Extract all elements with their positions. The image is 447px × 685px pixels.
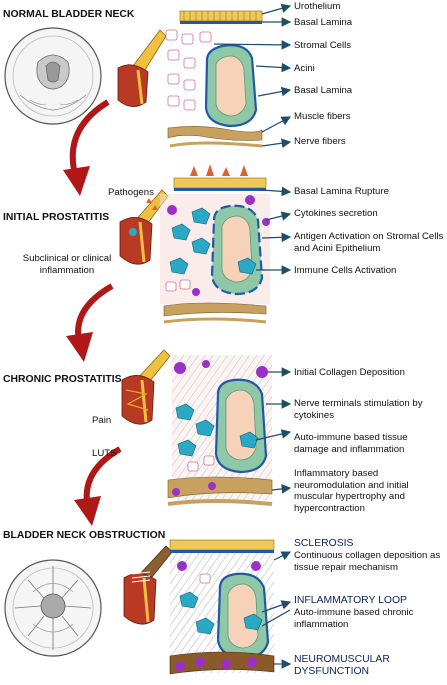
label-neuromuscular-dysfunction: NEUROMUSCULAR DYSFUNCTION: [294, 654, 390, 678]
label-initial-collagen: Initial Collagen Deposition: [294, 367, 405, 378]
stage-title-normal: NORMAL BLADDER NECK: [3, 9, 135, 20]
tissue-panel-initial: [160, 164, 270, 324]
label-basal-lamina-rupture: Basal Lamina Rupture: [294, 186, 389, 197]
label-antigen-activation: Antigen Activation on Stromal Cells and …: [294, 231, 444, 254]
label-auto-immune-damage: Auto-immune based tissue damage and infl…: [294, 432, 408, 455]
label-sclerosis-title: SCLEROSIS: [294, 538, 354, 549]
bladder-neck-sketch-initial: [119, 189, 169, 265]
label-nerve-terminals: Nerve terminals stimulation by cytokines: [294, 398, 423, 421]
label-immune-cells-activation: Immune Cells Activation: [294, 265, 397, 276]
label-basal-lamina-acini: Basal Lamina: [294, 85, 353, 96]
label-inflammatory-loop-title: INFLAMMATORY LOOP: [294, 595, 407, 606]
inflammation-label: Subclinical or clinical inflammation: [22, 253, 112, 276]
label-muscle-fibers: Muscle fibers: [294, 111, 351, 122]
stage-title-initial: INITIAL PROSTATITIS: [3, 212, 110, 223]
pathogens-label: Pathogens: [108, 187, 154, 198]
tissue-panel-obstruction: [169, 539, 275, 675]
label-basal-lamina-top: Basal Lamina: [294, 17, 353, 28]
stage-title-chronic: CHRONIC PROSTATITIS: [3, 374, 122, 385]
bladder-neck-sketch-obstruction: [123, 545, 173, 625]
label-pointers: [213, 3, 292, 669]
progression-arrow-1: [63, 99, 110, 196]
bladder-neck-sketch-chronic: [121, 349, 171, 425]
label-stromal-cells: Stromal Cells: [294, 40, 352, 51]
label-acini: Acini: [294, 63, 315, 74]
bladder-neck-sketch-normal: [117, 29, 167, 107]
tissue-panel-chronic: [167, 355, 273, 506]
stage-title-obstruction: BLADDER NECK OBSTRUCTION: [3, 530, 166, 541]
progression-arrow-3: [74, 446, 122, 526]
pain-label: Pain: [92, 415, 112, 426]
label-nerve-fibers: Nerve fibers: [294, 136, 346, 147]
label-neuromodulation: Inflammatory based neuromodulation and i…: [294, 468, 409, 514]
luts-label: LUTS: [92, 448, 117, 459]
label-urothelium: Urothelium: [294, 1, 341, 12]
progression-arrow-2: [66, 283, 114, 362]
label-inflammatory-loop-text: Auto-immune based chronic inflammation: [294, 607, 414, 630]
endoscopic-view-obstruction: [4, 559, 102, 657]
label-sclerosis-text: Continuous collagen deposition as tissue…: [294, 550, 441, 573]
tissue-panel-normal: [165, 10, 263, 148]
label-cytokines-secretion: Cytokines secretion: [294, 208, 378, 219]
endoscopic-view-normal: [4, 27, 102, 125]
